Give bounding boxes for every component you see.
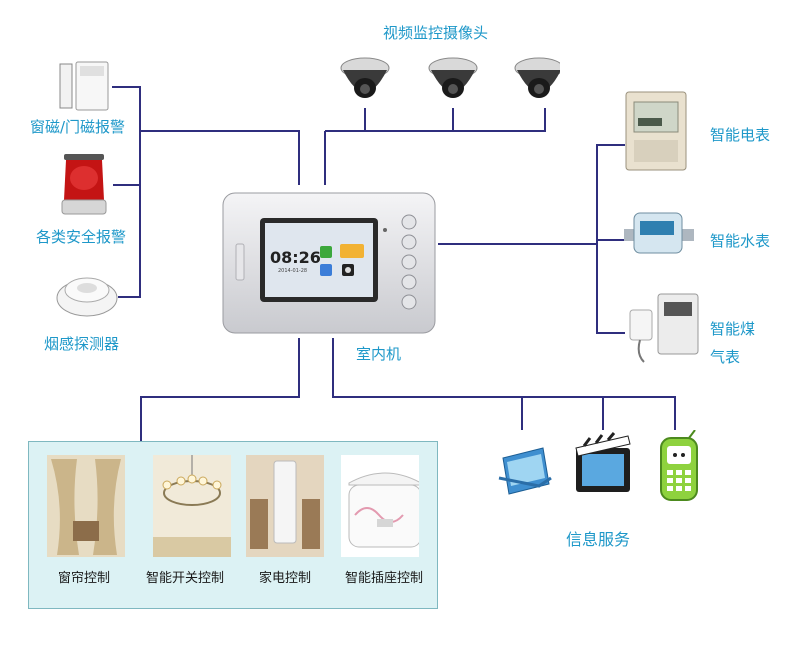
curtain-icon <box>47 455 125 557</box>
door-sensor-label: 窗磁/门磁报警 <box>30 118 126 136</box>
chandelier-icon <box>153 455 231 557</box>
water-meter-label: 智能水表 <box>710 232 771 250</box>
app-icon <box>320 246 332 258</box>
dome-camera-icon <box>428 57 478 98</box>
info-service-label: 信息服务 <box>566 530 631 549</box>
electric-meter-icon <box>625 91 687 171</box>
indoor-unit: 08:26 2014-01-28 <box>222 192 436 334</box>
security-alarm-label: 各类安全报警 <box>36 228 127 246</box>
appliance-label: 家电控制 <box>259 571 312 586</box>
video-clapper-icon <box>575 432 631 492</box>
screen-date: 2014-01-28 <box>278 268 308 274</box>
cameras-group <box>340 57 560 98</box>
screen-time: 08:26 <box>270 248 321 267</box>
electric-meter-label: 智能电表 <box>710 126 771 144</box>
gas-meter-icon <box>629 293 699 363</box>
gas-meter-label-line1: 智能煤 <box>710 320 756 338</box>
smoke-detector-icon <box>56 277 118 317</box>
dome-camera-icon <box>514 57 560 98</box>
water-meter-icon <box>624 212 694 254</box>
light-switch-label: 智能开关控制 <box>146 571 225 586</box>
appliance-icon <box>246 455 324 557</box>
gas-meter-label-line2: 气表 <box>710 348 741 366</box>
indoor-unit-label: 室内机 <box>356 345 402 363</box>
cameras-title: 视频监控摄像头 <box>383 24 489 42</box>
app-icon <box>320 264 332 276</box>
smoke-detector-label: 烟感探测器 <box>44 335 120 353</box>
rice-cooker-icon <box>341 455 419 557</box>
image-viewer-icon <box>498 447 552 495</box>
alarm-light-icon <box>61 154 107 215</box>
mobile-phone-icon <box>660 430 698 501</box>
dome-camera-icon <box>340 57 390 98</box>
app-icon <box>340 244 364 258</box>
indoor-unit-body <box>222 192 436 334</box>
screen-app-icons <box>320 244 364 276</box>
curtain-label: 窗帘控制 <box>58 571 111 586</box>
smart-socket-label: 智能插座控制 <box>345 571 424 586</box>
door-sensor-icon <box>59 61 109 111</box>
